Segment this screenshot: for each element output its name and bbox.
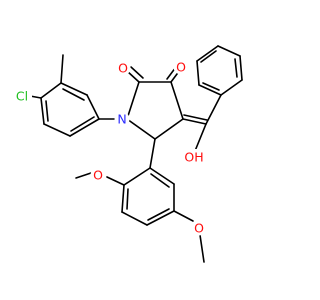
- bond: [196, 60, 200, 86]
- atom-label-o-ketone: O: [176, 60, 186, 75]
- bond: [220, 79, 243, 96]
- bond: [45, 100, 49, 122]
- bond: [194, 123, 207, 152]
- bond: [43, 123, 71, 137]
- atom-label-cl: Cl: [16, 89, 28, 104]
- bond: [106, 176, 125, 186]
- atom-o-methoxy-1: O: [90, 167, 106, 183]
- bond: [234, 58, 238, 78]
- bond: [75, 172, 92, 179]
- bond: [86, 94, 100, 120]
- bond: [149, 167, 175, 185]
- bond: [126, 70, 140, 83]
- bond: [239, 55, 243, 81]
- atom-label-layer: O O N Cl OH O O: [13, 59, 207, 236]
- bond: [40, 82, 62, 99]
- atom-cl: Cl: [13, 88, 32, 104]
- bond: [126, 188, 129, 210]
- bond: [202, 82, 220, 91]
- bond: [149, 138, 156, 169]
- bond: [170, 81, 184, 120]
- bond: [146, 210, 175, 226]
- bond: [205, 94, 222, 125]
- bond: [121, 184, 125, 213]
- bond: [40, 97, 45, 125]
- bond: [173, 210, 194, 222]
- atom-o-methoxy-2: O: [191, 220, 207, 236]
- bond: [130, 66, 144, 79]
- atom-label-o-lactam: O: [118, 61, 128, 76]
- bond: [199, 234, 205, 263]
- bond: [183, 114, 208, 121]
- bond: [182, 118, 207, 125]
- bond: [126, 81, 140, 120]
- bond: [69, 118, 100, 137]
- atom-o-hydroxyl: OH: [184, 149, 204, 165]
- atom-n-ring: N: [114, 111, 130, 127]
- bond: [70, 116, 95, 132]
- bond: [62, 88, 85, 101]
- atom-label-n-ring: N: [117, 112, 126, 127]
- atom-label-o-hydroxyl: OH: [184, 150, 203, 165]
- bond: [196, 45, 219, 62]
- bond: [217, 45, 241, 57]
- molecule-structure: O O N Cl OH O O: [13, 45, 243, 263]
- atom-o-ketone: O: [173, 59, 189, 75]
- bond: [200, 50, 217, 63]
- bond: [198, 84, 222, 96]
- bond-layer: [29, 45, 243, 263]
- atom-label-o-methoxy-1: O: [93, 168, 103, 183]
- bond: [60, 82, 88, 96]
- bond: [154, 118, 184, 140]
- bond: [147, 208, 170, 221]
- atom-o-lactam: O: [115, 60, 131, 76]
- bond: [126, 118, 156, 140]
- bond: [60, 54, 64, 84]
- bond: [150, 173, 170, 188]
- bond: [123, 167, 151, 186]
- atom-label-o-methoxy-2: O: [194, 221, 204, 236]
- bond: [121, 211, 148, 226]
